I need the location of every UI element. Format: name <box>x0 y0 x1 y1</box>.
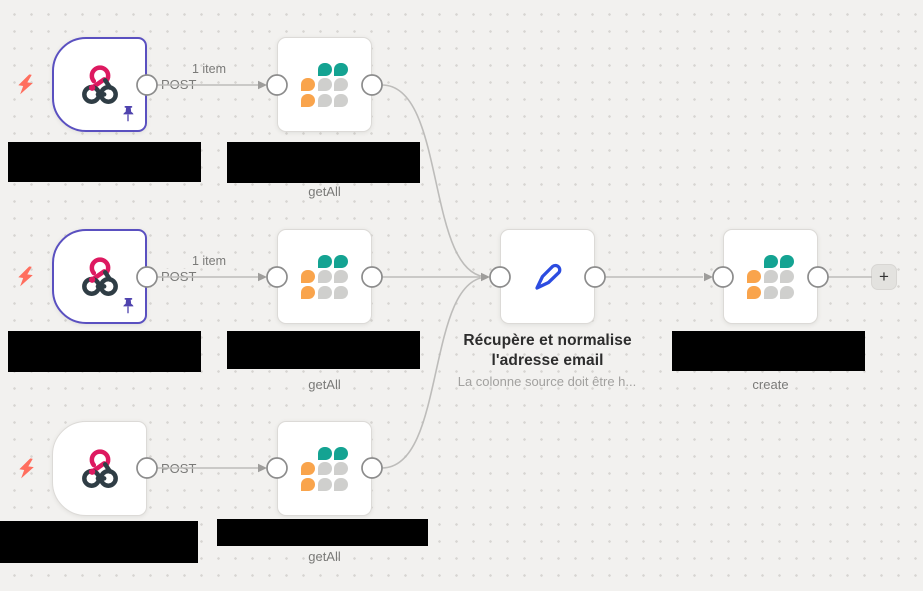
node-operation-label: getAll <box>308 184 341 199</box>
node-webhook-bottom[interactable] <box>52 421 147 516</box>
redacted-node-label <box>227 331 420 369</box>
node-operation-label: getAll <box>308 377 341 392</box>
node-normalize-email[interactable] <box>500 229 595 324</box>
trigger-bolt-icon <box>18 266 33 287</box>
node-baserow-bottom[interactable] <box>277 421 372 516</box>
items-count-label: 1 item <box>191 62 227 76</box>
trigger-bolt-icon <box>18 74 33 95</box>
node-baserow-middle[interactable] <box>277 229 372 324</box>
webhook-method-label: POST <box>159 269 199 284</box>
redacted-node-label <box>217 519 428 546</box>
node-baserow-top[interactable] <box>277 37 372 132</box>
webhook-icon <box>81 256 118 296</box>
node-webhook-middle[interactable] <box>52 229 147 324</box>
redacted-node-label <box>8 142 201 182</box>
webhook-method-label: POST <box>159 77 199 92</box>
pencil-icon <box>534 263 561 290</box>
node-title: Récupère et normalise l'adresse email <box>463 332 632 369</box>
webhook-icon <box>81 64 118 104</box>
add-node-button[interactable]: + <box>871 264 897 290</box>
redacted-node-label <box>672 331 865 371</box>
baserow-icon <box>301 254 348 299</box>
pin-icon <box>123 106 134 122</box>
node-webhook-top[interactable] <box>52 37 147 132</box>
baserow-icon <box>747 254 794 299</box>
arrowhead <box>704 272 713 282</box>
arrowhead <box>258 463 267 473</box>
node-baserow-create[interactable] <box>723 229 818 324</box>
redacted-node-label <box>8 331 201 372</box>
items-count-label: 1 item <box>191 254 227 268</box>
redacted-node-label <box>0 521 198 563</box>
redacted-node-label <box>227 142 420 183</box>
node-operation-label: getAll <box>308 549 341 564</box>
webhook-method-label: POST <box>159 461 199 476</box>
wire-baserow-bottom-to-code[interactable] <box>381 276 489 469</box>
node-subtitle: La colonne source doit être h... <box>457 374 637 389</box>
arrowhead <box>481 272 490 282</box>
arrowhead <box>258 272 267 282</box>
baserow-icon <box>301 62 348 107</box>
webhook-icon <box>81 448 118 488</box>
node-operation-label: create <box>752 377 789 392</box>
pin-icon <box>123 298 134 314</box>
arrowhead <box>258 80 267 90</box>
baserow-icon <box>301 446 348 491</box>
trigger-bolt-icon <box>19 458 34 479</box>
